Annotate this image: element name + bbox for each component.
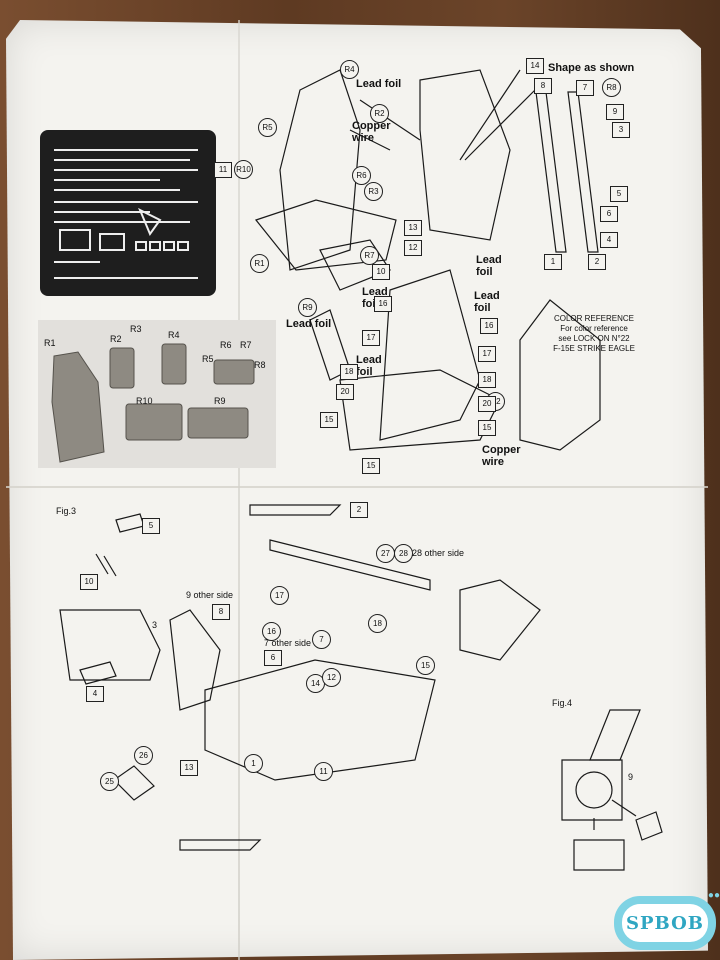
square-1: 1: [544, 254, 562, 270]
color-reference-note: COLOR REFERENCE For color reference see …: [540, 314, 648, 354]
callout-r8: R8: [602, 78, 621, 97]
b-square-6: 6: [264, 650, 282, 666]
square-20-a: 20: [336, 384, 354, 400]
callout-r2: R2: [370, 104, 389, 123]
resin-label-r4: R4: [168, 330, 180, 340]
square-5: 5: [610, 186, 628, 202]
square-6: 6: [600, 206, 618, 222]
square-10: 10: [372, 264, 390, 280]
resin-label-r10: R10: [136, 396, 153, 406]
b-circle-16: 16: [262, 622, 281, 641]
square-8: 8: [534, 78, 552, 94]
photo-etch-fret-image: [40, 130, 216, 296]
b-circle-12: 12: [322, 668, 341, 687]
square-18-b: 18: [478, 372, 496, 388]
b-circle-11: 11: [314, 762, 333, 781]
square-13: 13: [404, 220, 422, 236]
b-circle-1: 1: [244, 754, 263, 773]
square-16-b: 16: [480, 318, 498, 334]
resin-label-r1: R1: [44, 338, 56, 348]
square-20-b: 20: [478, 396, 496, 412]
callout-r9: R9: [298, 298, 317, 317]
label-lead-foil-top: Lead foil: [356, 78, 402, 90]
square-14: 14: [526, 58, 544, 74]
fig3-title: Fig.3: [56, 506, 77, 516]
square-16-a: 16: [374, 296, 392, 312]
watermark-text: SPBOB: [622, 904, 708, 942]
b-circle-27: 27: [376, 544, 395, 563]
label-lead-foil-lower: Lead foil: [356, 354, 382, 378]
square-7: 7: [576, 80, 594, 96]
square-12: 12: [404, 240, 422, 256]
b-circle-17: 17: [270, 586, 289, 605]
callout-r3: R3: [364, 182, 383, 201]
label-copper-wire-bottom: Copper wire: [482, 444, 521, 468]
fig4-title: Fig.4: [552, 698, 573, 708]
b-label-3: 3: [152, 620, 158, 630]
square-11: 11: [214, 162, 232, 178]
resin-parts-photo: R1 R2 R3 R4 R5 R6 R7 R8 R9 R10: [38, 320, 276, 468]
fig4-label-9: 9: [628, 772, 634, 782]
square-15-b: 15: [362, 458, 380, 474]
square-2: 2: [588, 254, 606, 270]
resin-label-r6: R6: [220, 340, 232, 350]
b-circle-26: 26: [134, 746, 153, 765]
callout-r10: R10: [234, 160, 253, 179]
spbob-watermark: SPBOB ●●: [614, 890, 720, 950]
fold-crease-horizontal: [6, 486, 708, 488]
note-9-other-side: 9 other side: [186, 590, 234, 600]
square-4: 4: [600, 232, 618, 248]
note-7-other-side: 7 other side: [264, 638, 312, 648]
label-lead-foil-right: Lead foil: [476, 254, 502, 278]
watermark-dots-icon: ●●: [707, 890, 720, 901]
color-reference-line3: F-15E STRIKE EAGLE: [553, 344, 635, 353]
b-square-8: 8: [212, 604, 230, 620]
b-square-10: 10: [80, 574, 98, 590]
b-circle-7: 7: [312, 630, 331, 649]
color-reference-line1: For color reference: [560, 324, 628, 333]
square-17-a: 17: [362, 330, 380, 346]
b-circle-28: 28: [394, 544, 413, 563]
square-9: 9: [606, 104, 624, 120]
square-3: 3: [612, 122, 630, 138]
square-15-c: 15: [478, 420, 496, 436]
callout-r4: R4: [340, 60, 359, 79]
b-circle-25: 25: [100, 772, 119, 791]
square-15-a: 15: [320, 412, 338, 428]
resin-parts-shapes: [51, 343, 255, 463]
square-17-b: 17: [478, 346, 496, 362]
label-lead-foil-mid: Lead foil: [474, 290, 500, 314]
resin-label-r5: R5: [202, 354, 214, 364]
callout-r5: R5: [258, 118, 277, 137]
resin-label-r8: R8: [254, 360, 266, 370]
fold-crease-vertical: [238, 20, 240, 960]
resin-label-r3: R3: [130, 324, 142, 334]
color-reference-heading: COLOR REFERENCE: [553, 314, 634, 323]
callout-r6: R6: [352, 166, 371, 185]
b-square-2-top: 2: [350, 502, 368, 518]
label-lead-foil-left: Lead foil: [286, 318, 332, 330]
square-18-a: 18: [340, 364, 358, 380]
b-circle-18: 18: [368, 614, 387, 633]
photo-etch-parts: [54, 149, 198, 279]
resin-label-r7: R7: [240, 340, 252, 350]
color-reference-line2: see LOCK ON N°22: [558, 334, 630, 343]
b-square-5-top: 5: [142, 518, 160, 534]
resin-label-r2: R2: [110, 334, 122, 344]
b-square-13: 13: [180, 760, 198, 776]
note-28-other-side: 28 other side: [412, 548, 465, 558]
callout-r7: R7: [360, 246, 379, 265]
resin-label-r9: R9: [214, 396, 226, 406]
b-square-4: 4: [86, 686, 104, 702]
label-copper-wire-top: Copper wire: [352, 120, 391, 144]
label-shape-as-shown: Shape as shown: [548, 62, 635, 74]
b-circle-15: 15: [416, 656, 435, 675]
callout-r1: R1: [250, 254, 269, 273]
